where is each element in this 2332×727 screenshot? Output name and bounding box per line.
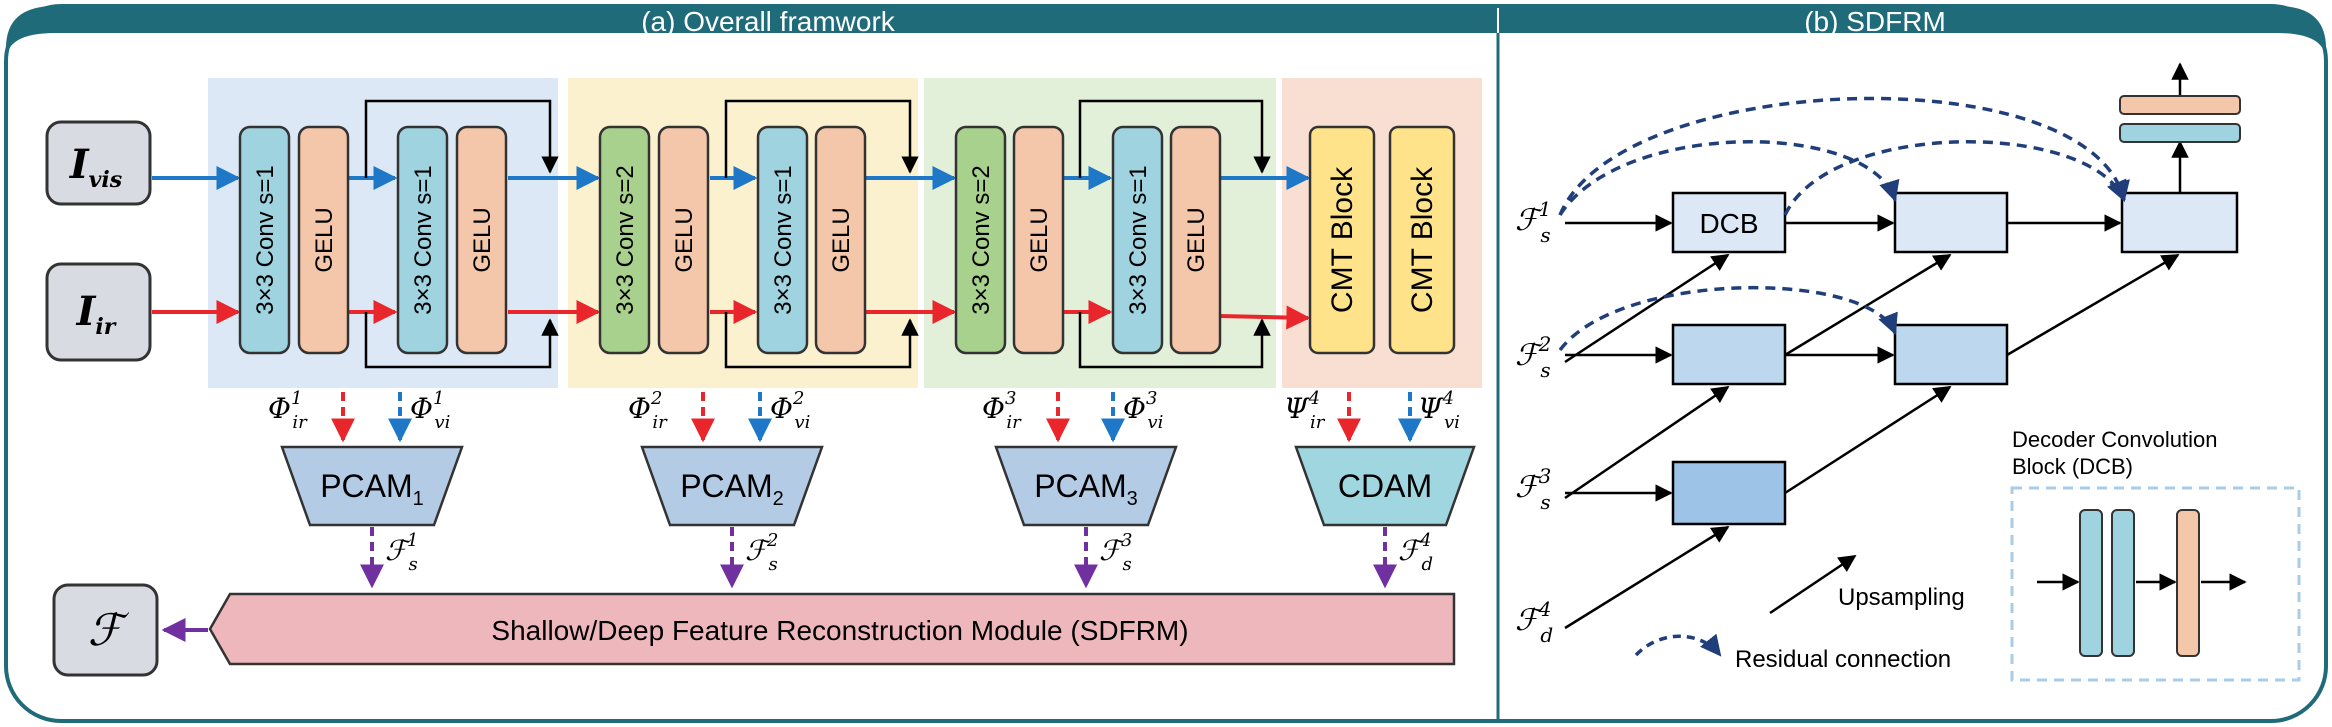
pcam3-label: PCAM3 — [1034, 468, 1138, 510]
stage3-conv-b — [1111, 125, 1164, 355]
cmt-block-b — [1388, 125, 1456, 355]
dcb-legend-conv-b — [2111, 509, 2135, 657]
pcam1-module — [280, 445, 464, 527]
output-box — [52, 583, 159, 677]
output-gelu-bar — [2119, 95, 2241, 115]
cdam-module — [1294, 445, 1476, 527]
input-visible-box — [45, 120, 152, 206]
skip-connection — [364, 312, 559, 369]
pcam2-label: PCAM2 — [680, 468, 784, 510]
output-conv-bar — [2119, 123, 2241, 143]
stage3-gelu-a-label: GELU — [1026, 207, 1053, 272]
upsampling-arrow — [1564, 525, 1730, 630]
dcb-legend-conv-a — [2079, 509, 2103, 657]
residual-connection — [1558, 285, 1898, 352]
stage3-conv-a — [954, 125, 1007, 355]
cmt-block-a-label: CMT Block — [1326, 166, 1359, 313]
upsampling-arrow — [2006, 253, 2180, 357]
stage3-gelu-a — [1012, 125, 1065, 355]
stage1-gelu-b — [455, 125, 508, 355]
stage2-gelu-a-label: GELU — [671, 207, 698, 272]
stage2-gelu-a — [657, 125, 710, 355]
stage1-conv-a-label: 3×3 Conv s=1 — [252, 165, 279, 314]
cdam-label: CDAM — [1338, 468, 1432, 504]
stage1-gelu-a — [297, 125, 350, 355]
pcam3-module — [994, 445, 1178, 527]
stage1-conv-b — [396, 125, 449, 355]
decoder-block-r2c2 — [1893, 323, 2009, 386]
pcam1-label: PCAM1 — [320, 468, 424, 510]
stage2-conv-b-label: 3×3 Conv s=1 — [770, 165, 797, 314]
stage2-gelu-b-label: GELU — [828, 207, 855, 272]
stage1-gelu-a-label: GELU — [311, 207, 338, 272]
stage2-gelu-b — [814, 125, 867, 355]
legend-residual-icon — [1634, 633, 1722, 657]
dcb-legend-title-line1: Decoder Convolution — [2012, 427, 2217, 452]
upsampling-arrow — [1564, 385, 1730, 500]
cmt-block-a — [1308, 125, 1376, 355]
stage2-conv-a-label: 3×3 Conv s=2 — [612, 165, 639, 314]
legend-residual-label: Residual connection — [1735, 646, 1951, 673]
upsampling-arrow — [1784, 385, 1952, 495]
skip-connection — [724, 99, 919, 178]
stage3-conv-b-label: 3×3 Conv s=1 — [1125, 165, 1152, 314]
input-infrared-box — [45, 262, 152, 362]
right-panel-title: (b) SDFRM — [1804, 6, 1946, 37]
sdfrm-module — [208, 592, 1456, 666]
upsampling-arrow — [1784, 253, 1952, 357]
input-infrared-label: Iir — [76, 288, 117, 340]
stage3-gelu-b — [1169, 125, 1222, 355]
stage1-conv-a — [238, 125, 291, 355]
stage2-conv-b — [756, 125, 809, 355]
legend-upsampling-label: Upsampling — [1838, 584, 1965, 611]
upsampling-arrow — [1564, 253, 1730, 364]
skip-connection — [364, 99, 559, 178]
legend-upsampling-icon — [1769, 554, 1857, 615]
dcb-box-label: DCB — [1699, 208, 1758, 239]
pcam2-module — [640, 445, 824, 527]
cmt-block-b-label: CMT Block — [1406, 166, 1439, 313]
residual-connection — [1558, 96, 2130, 216]
left-panel-title: (a) Overall framwork — [641, 6, 896, 37]
skip-connection — [1078, 312, 1271, 369]
residual-connection — [1783, 140, 2127, 216]
input-visible-label: Ivis — [69, 141, 122, 193]
stage2-conv-a — [598, 125, 651, 355]
sdfrm-label: Shallow/Deep Feature Reconstruction Modu… — [491, 615, 1188, 646]
ir-stream-arrow — [1219, 305, 1311, 330]
stage1-conv-b-label: 3×3 Conv s=1 — [410, 165, 437, 314]
decoder-block-r3c1 — [1671, 460, 1787, 526]
dcb-legend-box — [2010, 486, 2301, 682]
stage3-gelu-b-label: GELU — [1183, 207, 1210, 272]
stage1-gelu-b-label: GELU — [469, 207, 496, 272]
decoder-block-output — [2120, 191, 2239, 254]
decoder-block-r2c1 — [1671, 323, 1787, 386]
decoder-block-r1c2 — [1893, 191, 2009, 254]
dcb-box — [1671, 191, 1787, 254]
stage3-conv-a-label: 3×3 Conv s=2 — [968, 165, 995, 314]
dcb-legend-title-line2: Block (DCB) — [2012, 454, 2133, 479]
header-bar — [6, 6, 2326, 61]
skip-connection — [1078, 99, 1271, 178]
dcb-legend-gelu — [2176, 509, 2200, 657]
skip-connection — [724, 312, 919, 369]
